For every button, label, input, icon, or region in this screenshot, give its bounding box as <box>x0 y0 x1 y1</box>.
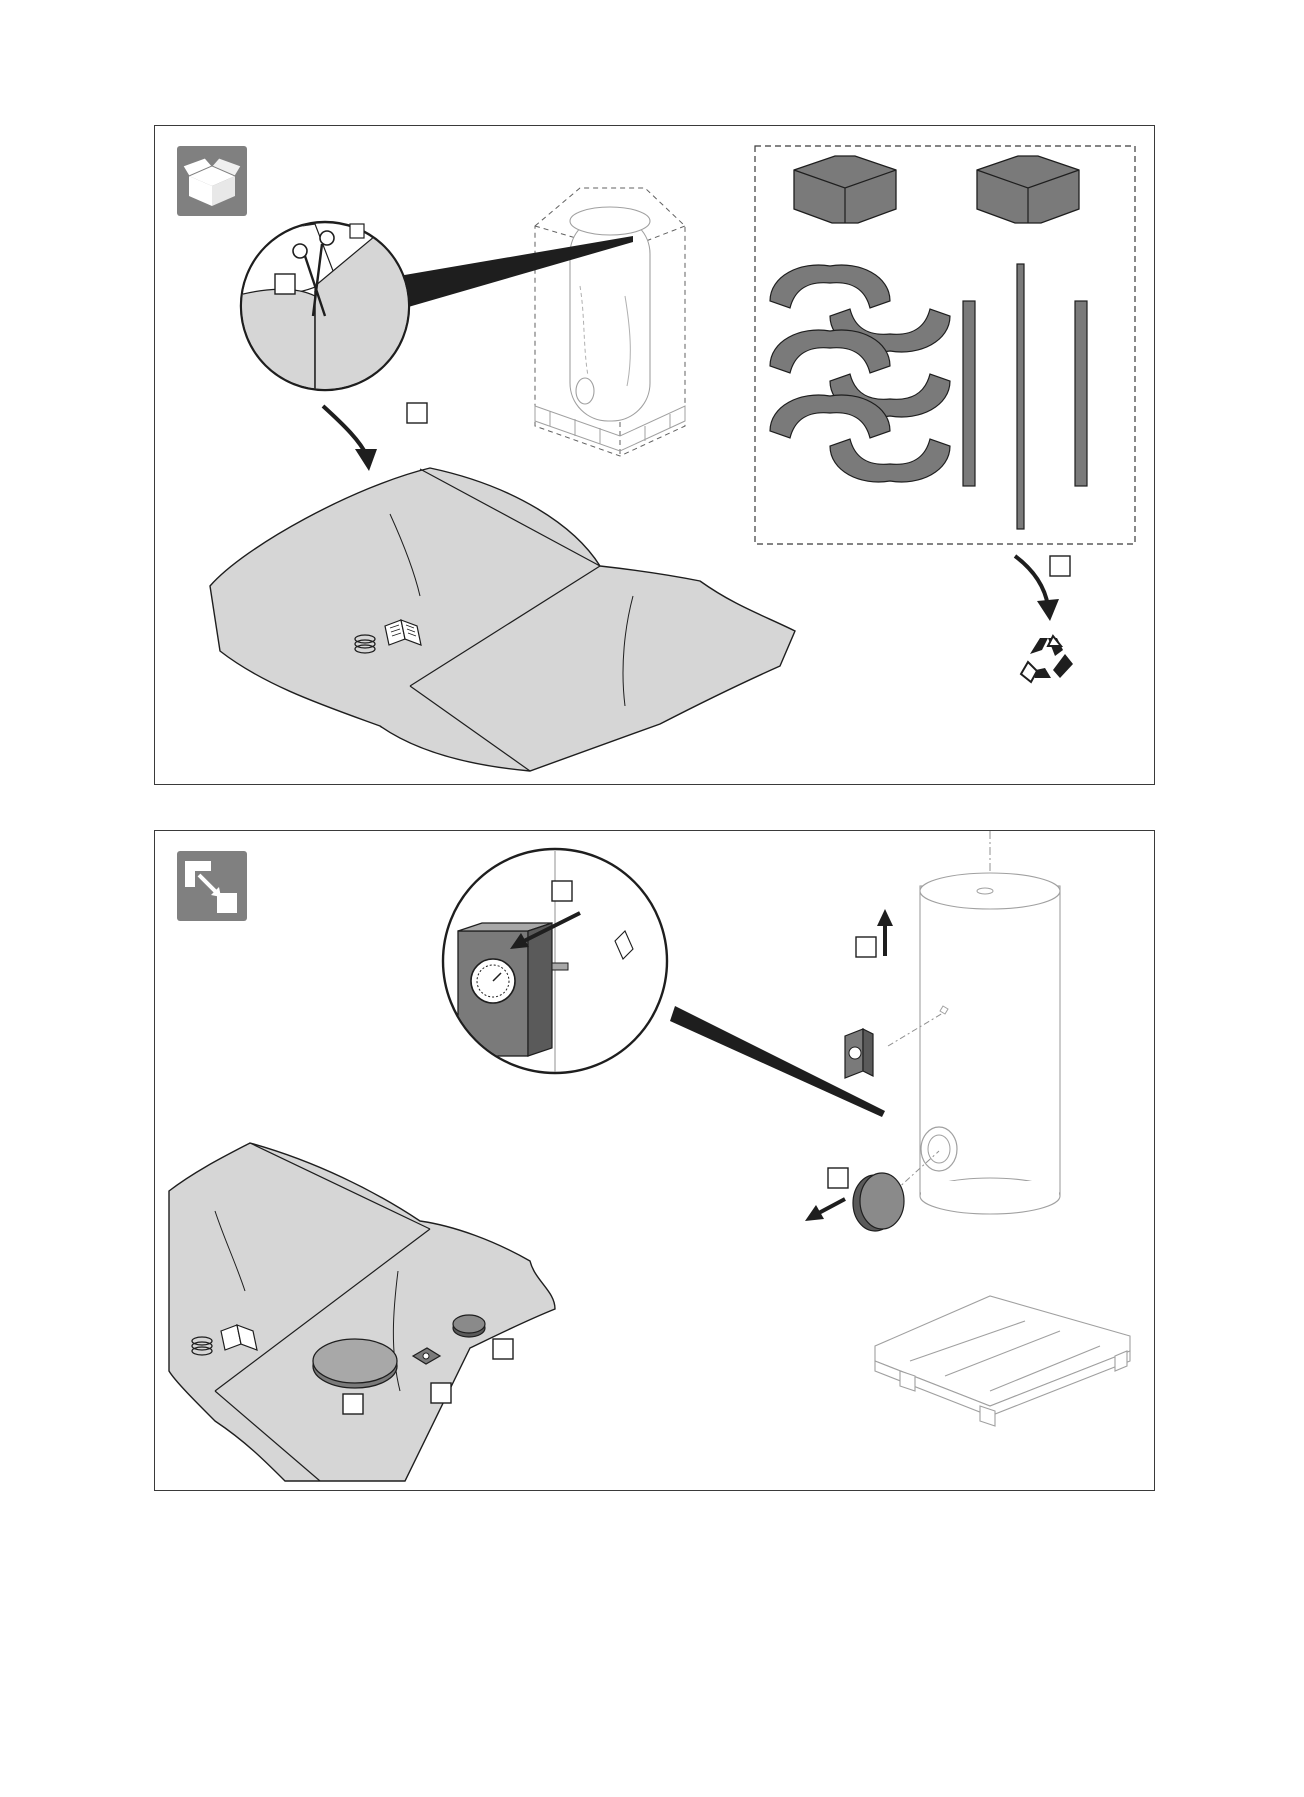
callout-box-flange <box>828 1168 848 1188</box>
arrow-down-left-icon <box>805 1199 845 1221</box>
unpacking-illustration <box>155 126 1156 786</box>
arrow-up-icon <box>877 909 893 956</box>
callout-box-top-cap <box>493 1339 513 1359</box>
callout-box-clip <box>431 1383 451 1403</box>
top-packaging-corner-right <box>977 156 1079 223</box>
packaging-parts-group <box>755 146 1135 544</box>
packaged-tank <box>535 188 685 456</box>
flange-cover-part <box>313 1339 397 1388</box>
packaging-strips <box>963 264 1087 529</box>
callout-box-top <box>856 937 876 957</box>
thermometer-detail-magnifier <box>443 849 885 1117</box>
cover-sheet-with-parts <box>169 1143 555 1481</box>
cover-sheet <box>210 468 795 771</box>
remove-parts-illustration <box>155 831 1156 1492</box>
unpacking-box-icon <box>177 146 247 216</box>
curved-arrow-down-icon <box>323 406 377 471</box>
callout-box-thermometer <box>552 881 572 901</box>
top-packaging-corner-left <box>794 156 896 223</box>
thermometer-plate-part <box>845 1029 873 1078</box>
callout-box-flange-cover <box>343 1394 363 1414</box>
storage-tank-on-pallet <box>805 831 1130 1426</box>
support-rings <box>770 265 950 482</box>
flange-cover-removed <box>853 1173 904 1231</box>
recycle-icon <box>1021 636 1073 682</box>
callout-box-sheet <box>407 403 427 423</box>
unpacking-panel <box>154 125 1155 785</box>
remove-parts-icon <box>177 851 247 921</box>
remove-parts-panel <box>154 830 1155 1491</box>
pallet <box>875 1296 1130 1426</box>
tank-flange <box>921 1127 957 1171</box>
tank-top-cap-part <box>453 1315 485 1337</box>
callout-box-recycle <box>1050 556 1070 576</box>
